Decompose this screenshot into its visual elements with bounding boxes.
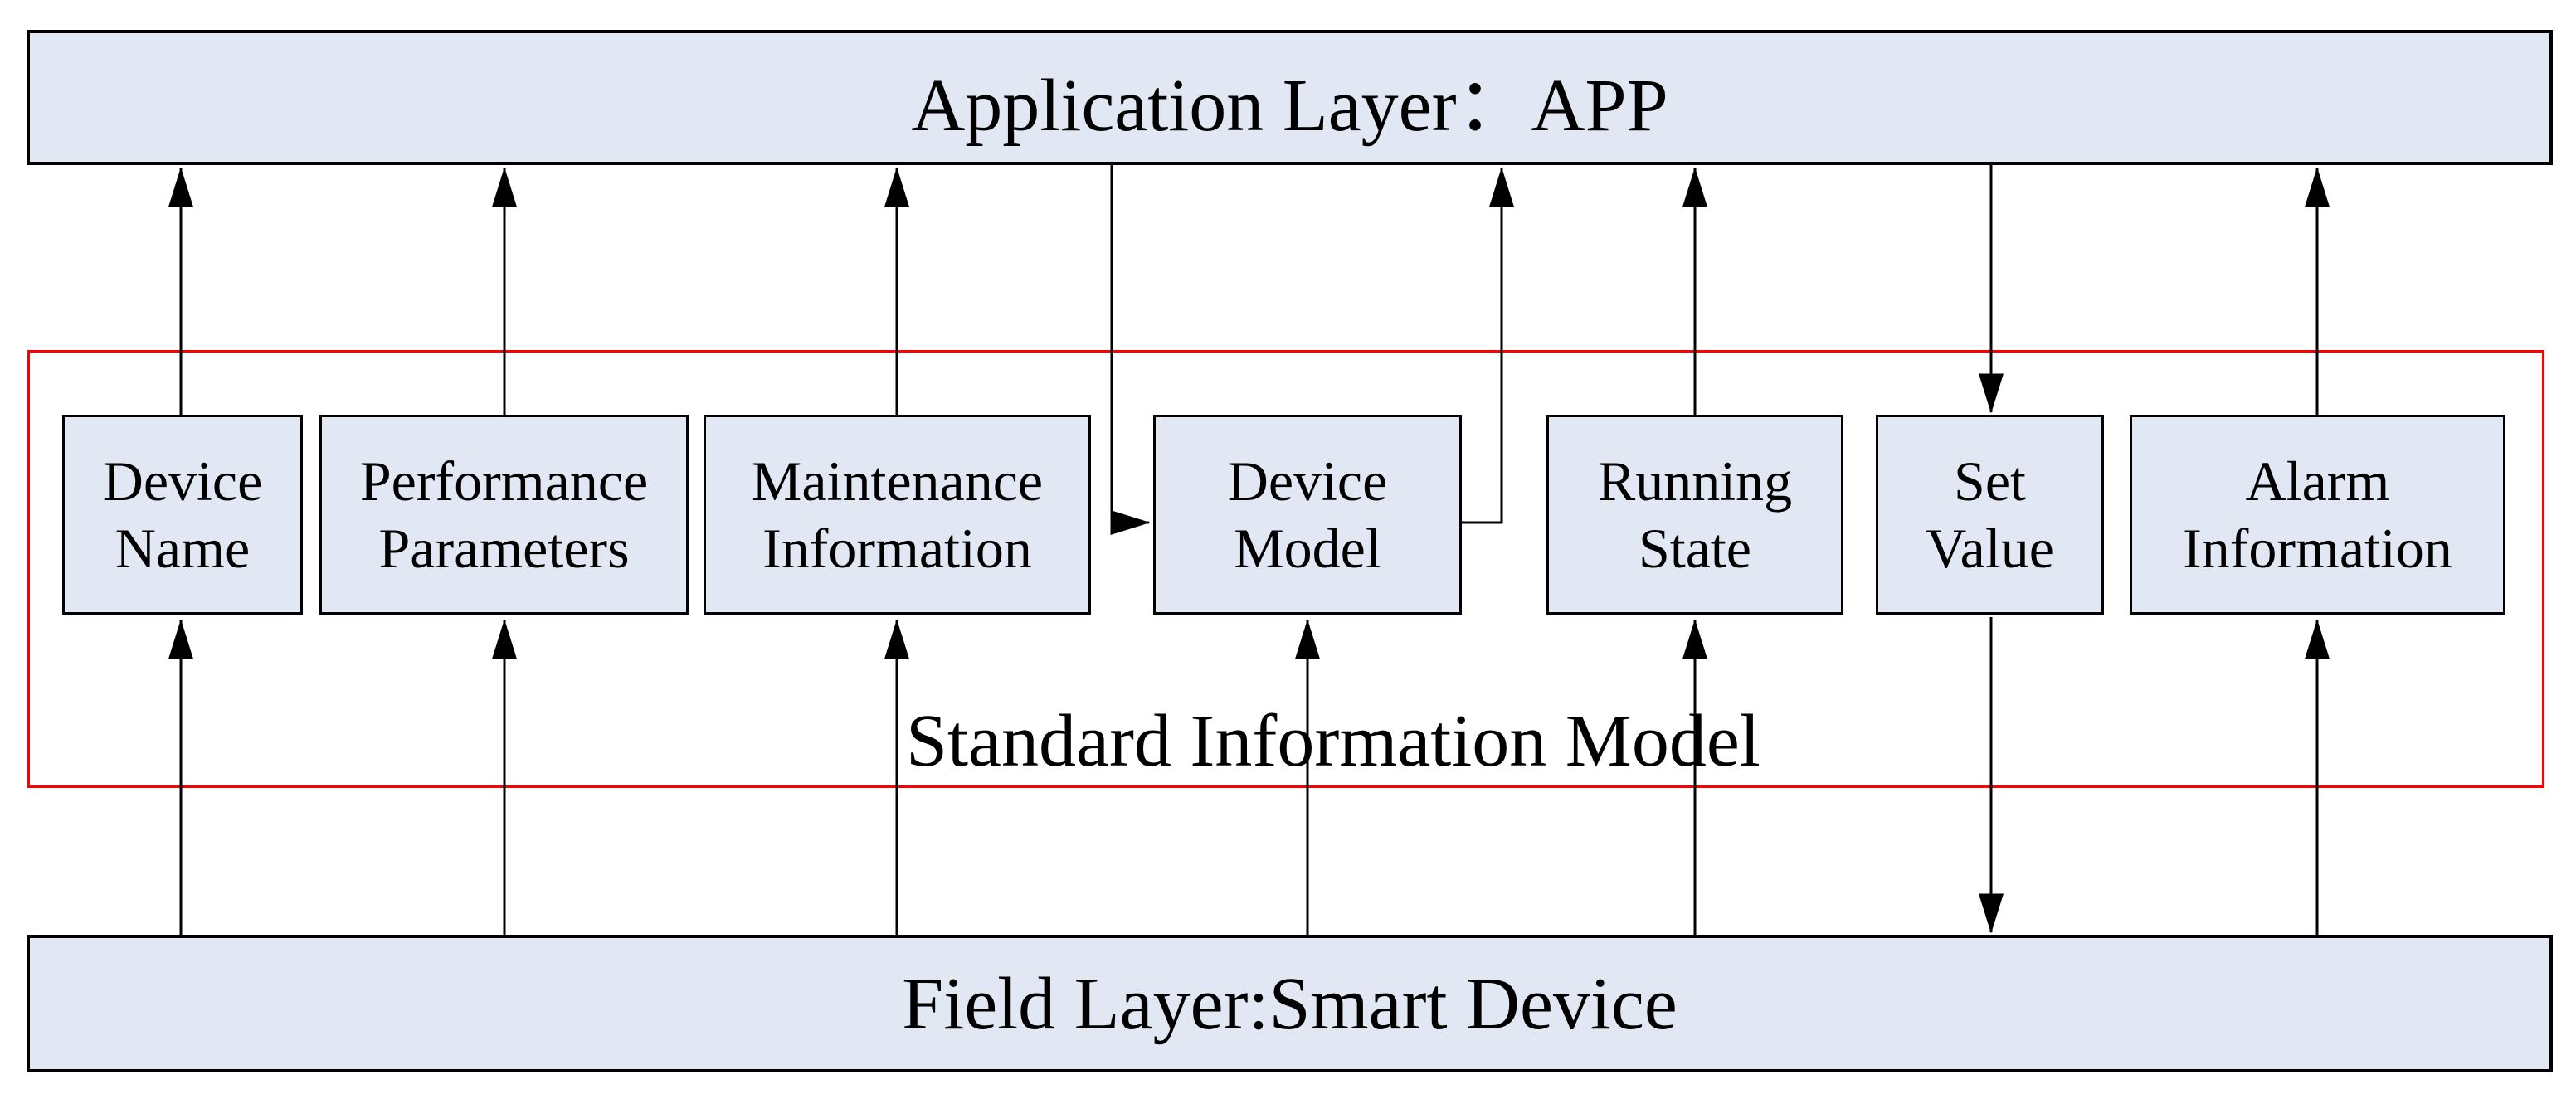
node-device-model-label: Device Model: [1227, 450, 1388, 580]
node-maintenance-information-label: Maintenance Information: [751, 450, 1044, 580]
node-device-name-label: Device Name: [102, 450, 263, 580]
node-running-state-label: Running State: [1597, 450, 1793, 580]
field-layer-label: Field Layer:Smart Device: [902, 962, 1678, 1045]
standard-information-model-frame: [27, 350, 2544, 788]
application-layer-bar: Application Layer：APP: [27, 30, 2553, 165]
standard-information-model-label: Standard Information Model: [906, 700, 1760, 782]
node-set-value-label: Set Value: [1926, 450, 2054, 580]
field-layer-bar: Field Layer:Smart Device: [27, 935, 2553, 1072]
node-set-value: Set Value: [1876, 415, 2104, 615]
node-performance-parameters-label: Performance Parameters: [359, 450, 649, 580]
application-layer-label: Application Layer：APP: [911, 64, 1668, 147]
node-maintenance-information: Maintenance Information: [704, 415, 1091, 615]
node-alarm-information-label: Alarm Information: [2183, 450, 2452, 580]
node-alarm-information: Alarm Information: [2130, 415, 2505, 615]
node-running-state: Running State: [1546, 415, 1843, 615]
node-performance-parameters: Performance Parameters: [319, 415, 689, 615]
node-device-name: Device Name: [62, 415, 303, 615]
node-device-model: Device Model: [1153, 415, 1462, 615]
